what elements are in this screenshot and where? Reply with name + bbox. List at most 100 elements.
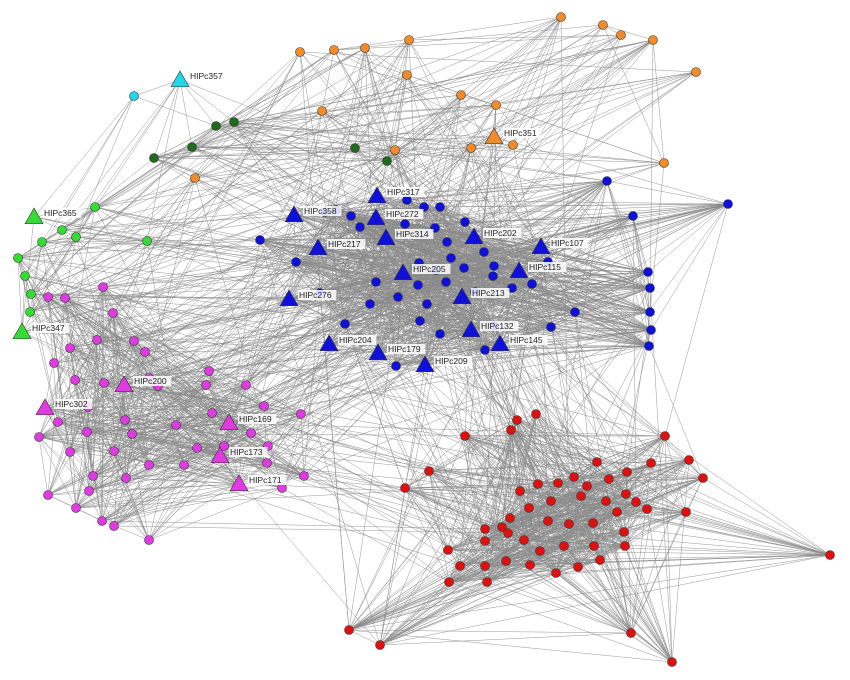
edge: [259, 239, 575, 478]
edge: [568, 495, 582, 525]
edge: [632, 215, 651, 313]
edge: [75, 419, 126, 509]
edge: [75, 445, 225, 509]
blue-circle-node: [413, 280, 423, 290]
edge: [406, 71, 697, 201]
node-label-hipc302: HIPc302: [55, 399, 88, 409]
edge: [44, 407, 230, 424]
edge: [448, 581, 673, 663]
blue-triangle-node: [368, 343, 388, 361]
edge: [505, 554, 831, 562]
edge: [484, 531, 625, 542]
edge: [333, 24, 604, 51]
blue-circle-node: [422, 299, 432, 309]
red-circle-node: [480, 524, 490, 534]
edge: [30, 79, 181, 295]
edge: [510, 429, 626, 547]
edge: [350, 199, 408, 217]
edge: [38, 436, 579, 568]
edge: [394, 149, 520, 272]
red-circle-node: [825, 550, 835, 560]
edge: [205, 39, 654, 386]
node-label-hipc132: HIPc132: [481, 321, 514, 331]
edge: [101, 487, 283, 522]
blue-circle-node: [365, 299, 375, 309]
edge: [419, 320, 650, 347]
edge: [233, 49, 335, 123]
red-circle-node: [667, 657, 677, 667]
edge: [69, 347, 146, 353]
blue-circle-node: [435, 329, 445, 339]
magenta-triangle-node: [35, 398, 55, 416]
edge: [321, 110, 388, 162]
magenta-circle-node: [53, 417, 63, 427]
orange-circle-node: [329, 45, 339, 55]
blue-circle-node: [446, 253, 456, 263]
orange-circle-node: [659, 158, 669, 168]
edge: [649, 39, 654, 313]
blue-circle-node: [645, 283, 655, 293]
edge: [602, 24, 665, 164]
blue-circle-node: [646, 325, 656, 335]
edge: [550, 203, 729, 328]
edge: [86, 419, 126, 433]
edge: [86, 431, 305, 477]
magenta-circle-node: [171, 420, 181, 430]
blue-circle-node: [570, 307, 580, 317]
red-circle-node: [503, 528, 513, 538]
edge: [592, 522, 831, 556]
blue-circle-node: [400, 219, 410, 229]
edge: [125, 433, 133, 479]
edge: [61, 149, 396, 231]
edge: [17, 257, 127, 479]
edge: [92, 475, 150, 541]
orange-circle-node: [317, 106, 327, 116]
red-circle-node: [620, 541, 630, 551]
edge: [191, 136, 495, 148]
edge: [211, 199, 408, 414]
blue-circle-node: [644, 341, 654, 351]
edge: [47, 262, 420, 496]
edge: [47, 412, 213, 496]
edge: [281, 16, 562, 489]
edge: [535, 413, 831, 556]
blue-circle-node: [371, 277, 381, 287]
edge: [205, 384, 269, 447]
edge: [113, 464, 150, 527]
edge: [30, 293, 290, 300]
orange-circle-node: [491, 100, 501, 110]
edge: [148, 287, 513, 466]
edge: [519, 478, 610, 492]
edge: [17, 257, 23, 333]
edge: [153, 157, 196, 179]
edge: [208, 370, 283, 489]
edge: [632, 215, 650, 347]
edge: [233, 39, 654, 123]
edge: [233, 121, 447, 283]
edge: [148, 455, 221, 541]
orange-circle-node: [190, 173, 200, 183]
blue-triangle-node: [367, 186, 387, 204]
node-label-hipc365: HIPc365: [44, 208, 77, 218]
edge: [47, 296, 114, 314]
edge: [29, 177, 196, 313]
node-label-hipc205: HIPc205: [413, 264, 446, 274]
edge: [295, 110, 323, 263]
magenta-circle-node: [219, 441, 229, 451]
edge: [144, 351, 265, 407]
edge: [233, 121, 665, 164]
edge: [267, 104, 497, 447]
edge: [685, 511, 831, 556]
edge: [112, 312, 507, 562]
edge: [30, 74, 408, 295]
edge: [395, 271, 649, 367]
magenta-circle-node: [204, 366, 214, 376]
edge: [38, 384, 247, 438]
edge: [348, 549, 449, 631]
edge: [555, 329, 652, 574]
edge: [295, 261, 531, 566]
edge: [493, 136, 729, 205]
edge: [507, 287, 651, 534]
edge: [333, 34, 622, 51]
edge: [507, 508, 648, 534]
